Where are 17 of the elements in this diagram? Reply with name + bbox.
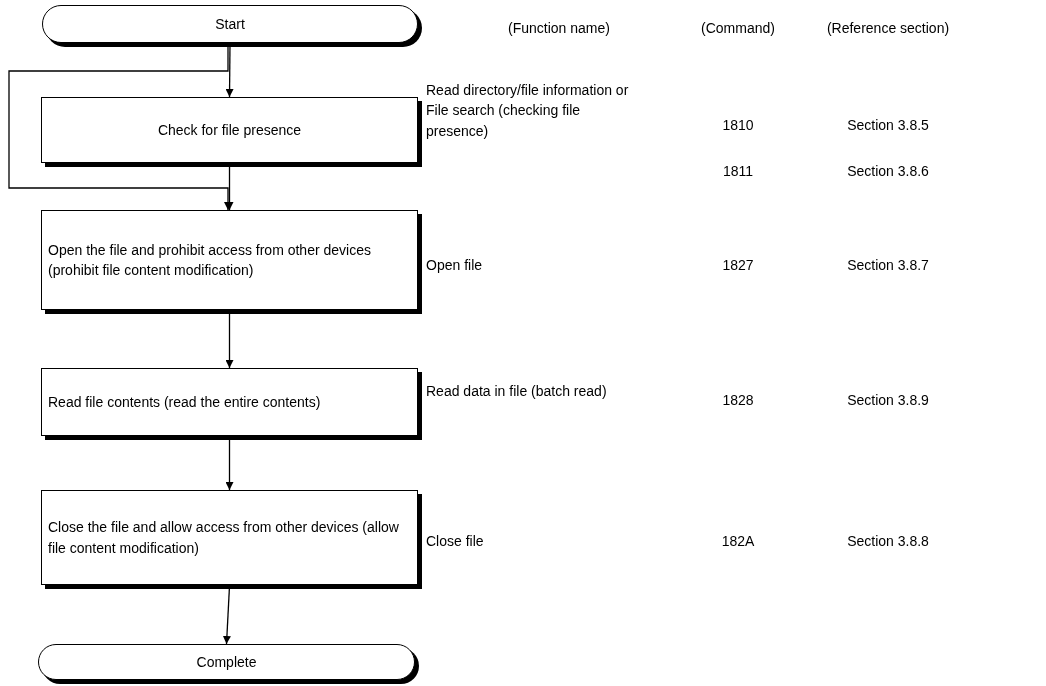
command-code: 1827	[722, 255, 754, 275]
reference-section: Section 3.8.7	[847, 254, 929, 276]
column-header: (Reference section)	[826, 18, 950, 38]
reference-section: Section 3.8.5	[847, 114, 929, 136]
reference-section: Section 3.8.9	[847, 389, 929, 411]
function-name: Open file	[426, 256, 484, 275]
command-code: 182A	[721, 531, 755, 551]
reference-section: Section 3.8.6	[847, 160, 929, 182]
command-code: 1811	[722, 161, 754, 181]
command-code: 1828	[722, 390, 754, 410]
function-name: Close file	[426, 532, 485, 551]
column-header: (Function name)	[508, 18, 610, 38]
command-code: 1810	[722, 115, 754, 135]
column-header: (Command)	[701, 18, 775, 38]
reference-section: Section 3.8.8	[847, 530, 929, 552]
function-name: Read data in file (batch read)	[426, 382, 608, 401]
function-name: Read directory/file information or File search (checking file presence)	[426, 81, 630, 141]
